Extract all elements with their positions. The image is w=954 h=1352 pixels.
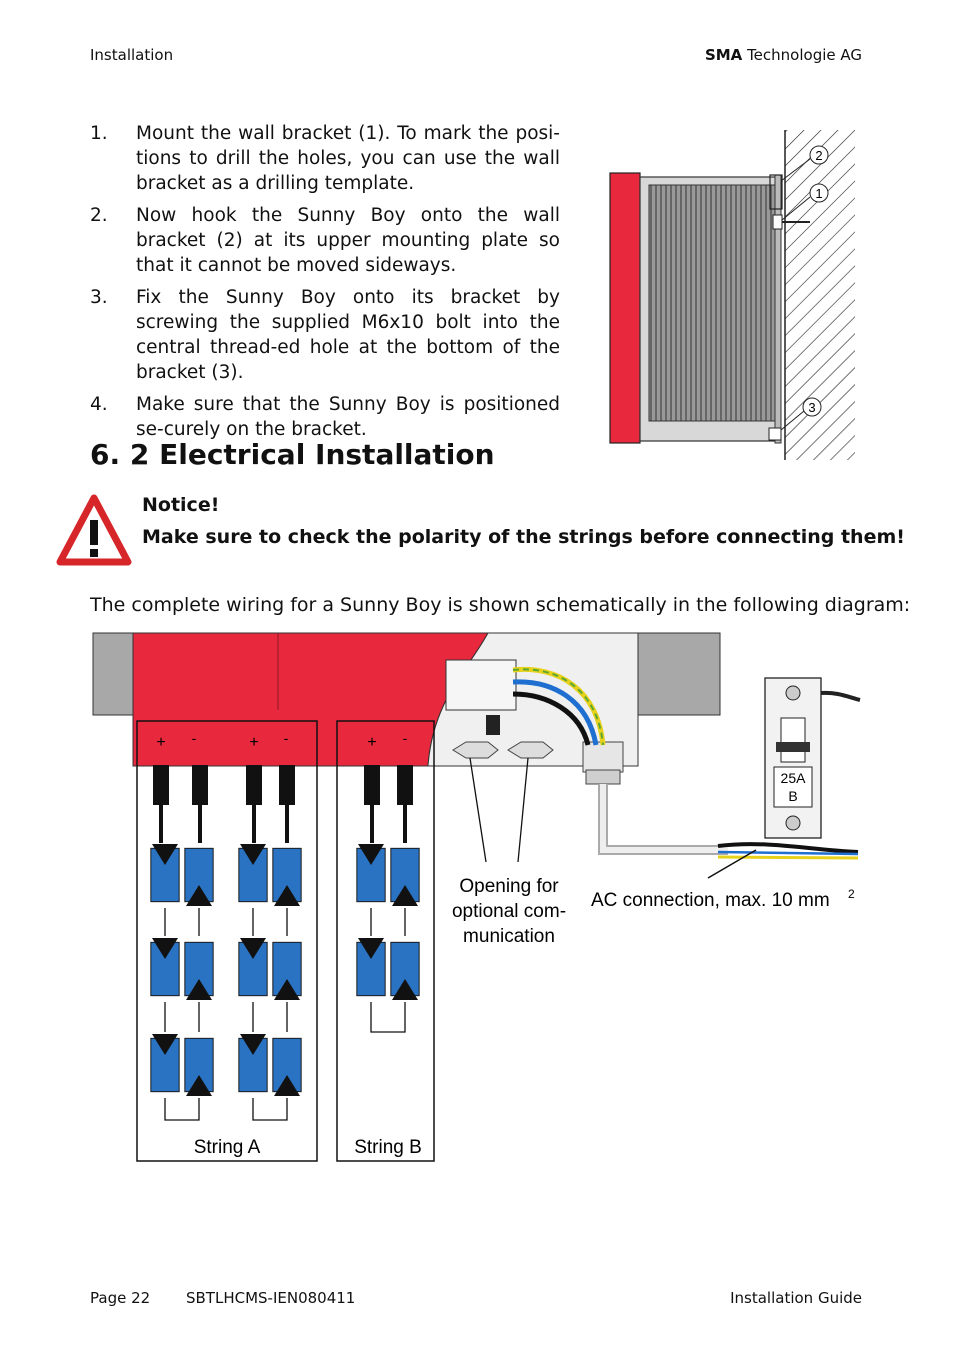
ac-cable-neutral	[717, 850, 859, 856]
breaker-lever-slot	[780, 717, 806, 763]
wiring-diagram: 25A B + - + - + -	[92, 632, 861, 1162]
breaker-lever	[776, 742, 810, 752]
step-item: 3. Fix the Sunny Boy onto its bracket by …	[90, 285, 560, 385]
callout-2-leader	[780, 158, 811, 182]
notice-text: Make sure to check the polarity of the s…	[142, 526, 905, 548]
dc-connector	[246, 765, 262, 805]
callout-3-text: 3	[808, 400, 815, 415]
polarity-arrows	[152, 844, 418, 1096]
breaker-top-screw	[785, 685, 801, 701]
wall-screw-head	[772, 214, 783, 230]
opening-leader-2	[517, 757, 529, 863]
string-a-modules	[150, 847, 302, 1093]
ac-leader	[707, 849, 757, 879]
upper-mounting-plate	[769, 174, 783, 210]
dc-connector	[279, 765, 295, 805]
ac-wire-neutral	[512, 679, 599, 746]
heatsink	[648, 184, 776, 422]
terminal-block	[445, 659, 517, 711]
opening-label-line-2: optional com-	[452, 901, 566, 922]
dc-connector	[364, 765, 380, 805]
footer-page: Page 22	[90, 1289, 151, 1307]
breaker-supply-cable	[820, 690, 861, 702]
ac-wire-line	[512, 691, 591, 746]
mounting-figure: 2 1 3	[609, 130, 855, 460]
breaker-type: B	[788, 788, 797, 804]
warning-icon	[56, 494, 132, 566]
string-a-label: String A	[194, 1137, 261, 1158]
ac-cable-line	[717, 842, 859, 854]
string-b-label: String B	[354, 1137, 422, 1158]
dc-connector	[153, 765, 169, 805]
plus-label: +	[249, 734, 258, 751]
plus-label: +	[156, 734, 165, 751]
breaker-bottom-screw	[785, 815, 801, 831]
ac-connection-label: AC connection, max. 10 mm	[591, 890, 830, 911]
notice-title: Notice!	[142, 494, 220, 516]
intro-text: The complete wiring for a Sunny Boy is s…	[90, 594, 911, 616]
inverter-lid	[609, 172, 641, 444]
step-text: Fix the Sunny Boy onto its bracket by sc…	[136, 287, 560, 383]
footer-guide: Installation Guide	[730, 1289, 862, 1307]
installation-steps: 1. Mount the wall bracket (1). To mark th…	[90, 121, 560, 449]
string-b-box	[336, 720, 435, 1162]
string-b-modules	[356, 847, 420, 997]
string-a-box	[136, 720, 318, 1162]
callout-3	[802, 397, 822, 417]
step-item: 4. Make sure that the Sunny Boy is positi…	[90, 392, 560, 442]
callout-1-leader	[781, 196, 811, 221]
dc-connectors	[153, 765, 413, 843]
callout-2	[809, 145, 829, 165]
dc-connector	[192, 765, 208, 805]
ac-cable-earth	[717, 855, 859, 860]
module-interconnects	[164, 908, 406, 1121]
circuit-breaker	[764, 677, 822, 839]
header-company: SMA Technologie AG	[705, 46, 862, 64]
ac-superscript: 2	[848, 887, 855, 901]
ac-wire-earth-stripe	[512, 668, 604, 746]
plus-label: +	[367, 734, 376, 751]
callout-3-leader	[780, 410, 805, 431]
opening-label-line-3: munication	[463, 926, 555, 947]
step-number: 2.	[90, 205, 108, 226]
step-number: 1.	[90, 123, 108, 144]
step-number: 3.	[90, 287, 108, 308]
comm-opening-2	[507, 741, 554, 759]
breaker-label-box	[773, 766, 813, 808]
section-heading: 6. 2 Electrical Installation	[90, 438, 495, 471]
step-text: Mount the wall bracket (1). To mark the …	[136, 123, 560, 194]
brand-name: SMA	[704, 46, 743, 64]
compartment-latch	[486, 715, 500, 735]
ac-cable-gland	[582, 741, 624, 773]
opening-label-line-1: Opening for	[459, 876, 559, 897]
comm-opening-1	[452, 741, 499, 759]
step-number: 4.	[90, 394, 108, 415]
ac-conduit	[598, 784, 728, 855]
step-text: Make sure that the Sunny Boy is position…	[136, 394, 560, 440]
cable-gland-nut	[585, 769, 621, 785]
minus-label: -	[403, 730, 408, 746]
minus-label: -	[284, 730, 289, 746]
step-text: Now hook the Sunny Boy onto the wall bra…	[136, 205, 560, 276]
minus-label: -	[192, 730, 197, 746]
step-item: 2. Now hook the Sunny Boy onto the wall b…	[90, 203, 560, 278]
breaker-rating: 25A	[781, 770, 807, 786]
dc-connector	[397, 765, 413, 805]
header-section: Installation	[90, 46, 174, 64]
callout-1	[809, 183, 829, 203]
callout-1-text: 1	[815, 186, 822, 201]
step-item: 1. Mount the wall bracket (1). To mark th…	[90, 121, 560, 196]
bottom-bolt	[768, 427, 782, 441]
company-name: Technologie AG	[747, 46, 862, 64]
callout-2-text: 2	[815, 148, 822, 163]
opening-leader-1	[469, 757, 487, 863]
footer-doc-id: SBTLHCMS-IEN080411	[186, 1289, 356, 1307]
ac-conduit-inner	[600, 784, 728, 853]
